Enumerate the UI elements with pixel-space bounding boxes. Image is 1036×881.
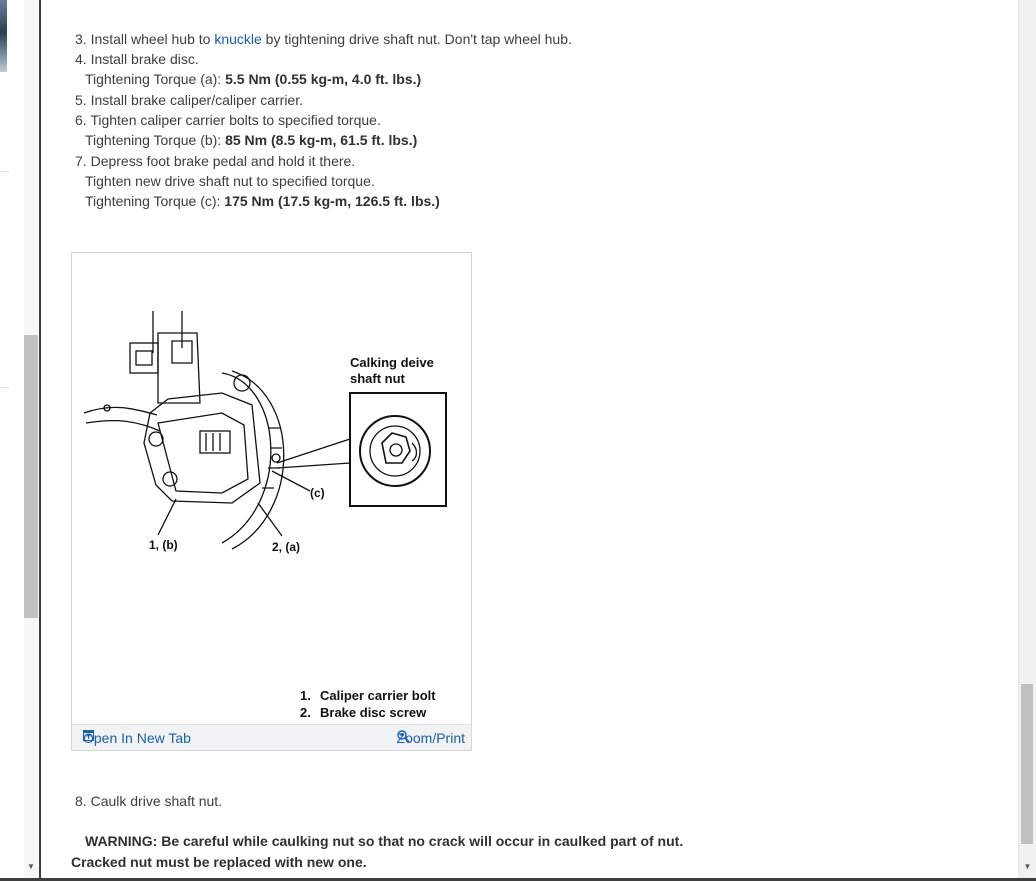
label-2a: 2, (a) bbox=[272, 540, 300, 554]
scrollbar-thumb[interactable] bbox=[1021, 684, 1033, 844]
step-6: 6. Tighten caliper carrier bolts to spec… bbox=[75, 112, 381, 128]
knuckle-link[interactable]: knuckle bbox=[214, 31, 262, 47]
background-scrollbar-thumb[interactable] bbox=[24, 335, 38, 618]
step-5: 5. Install brake caliper/caliper carrier… bbox=[75, 92, 303, 108]
warning-text-continued: Cracked nut must be replaced with new on… bbox=[71, 854, 367, 870]
step-8: 8. Caulk drive shaft nut. bbox=[75, 793, 223, 809]
label-c: (c) bbox=[310, 486, 325, 500]
document-scrollbar[interactable]: ▼ bbox=[1018, 0, 1036, 878]
brake-assembly-figure: Calking deive shaft nut (c) 1, (b) 2, (a… bbox=[71, 252, 472, 751]
panel-border bbox=[39, 0, 41, 881]
zoom-print-label: Zoom/Print bbox=[396, 730, 465, 746]
legend-text: Caliper carrier bolt bbox=[320, 688, 436, 703]
step-4: 4. Install brake disc. bbox=[75, 51, 199, 67]
background-page-fragment: ▼ bbox=[0, 0, 39, 881]
zoom-print-button[interactable]: Zoom/Print bbox=[397, 730, 465, 746]
divider bbox=[0, 387, 9, 388]
background-thumbnail-image bbox=[0, 0, 7, 72]
legend-num: 1. bbox=[300, 688, 311, 703]
label-1b: 1, (b) bbox=[149, 538, 178, 552]
brake-assembly-diagram: Calking deive shaft nut (c) 1, (b) 2, (a… bbox=[83, 311, 447, 720]
open-in-new-tab-icon bbox=[83, 730, 94, 741]
open-in-new-tab-label: Open In New Tab bbox=[83, 730, 191, 746]
step-3: 3. Install wheel hub to knuckle by tight… bbox=[75, 31, 572, 47]
warning-text: WARNING: Be careful while caulking nut s… bbox=[85, 833, 684, 849]
torque-c: Tightening Torque (c): 175 Nm (17.5 kg-m… bbox=[85, 193, 440, 209]
scroll-down-arrow-icon[interactable]: ▼ bbox=[1023, 862, 1032, 871]
legend-text: Brake disc screw bbox=[320, 705, 427, 720]
step-7: 7. Depress foot brake pedal and hold it … bbox=[75, 153, 356, 169]
figure-toolbar: Open In New Tab Zoom/Print bbox=[72, 724, 471, 750]
document-content: 3. Install wheel hub to knuckle by tight… bbox=[41, 0, 1018, 878]
step-7-instruction: Tighten new drive shaft nut to specified… bbox=[85, 173, 375, 189]
zoom-in-icon bbox=[396, 730, 410, 743]
torque-b: Tightening Torque (b): 85 Nm (8.5 kg-m, … bbox=[85, 132, 418, 148]
divider bbox=[0, 171, 9, 172]
legend-num: 2. bbox=[300, 705, 311, 720]
callout-title: Calking deive bbox=[350, 355, 434, 370]
window-bottom-border bbox=[0, 878, 1036, 881]
callout-title: shaft nut bbox=[350, 371, 406, 386]
open-in-new-tab-button[interactable]: Open In New Tab bbox=[83, 730, 191, 746]
scroll-down-arrow-icon[interactable]: ▼ bbox=[27, 862, 35, 871]
torque-a: Tightening Torque (a): 5.5 Nm (0.55 kg-m… bbox=[85, 71, 422, 87]
